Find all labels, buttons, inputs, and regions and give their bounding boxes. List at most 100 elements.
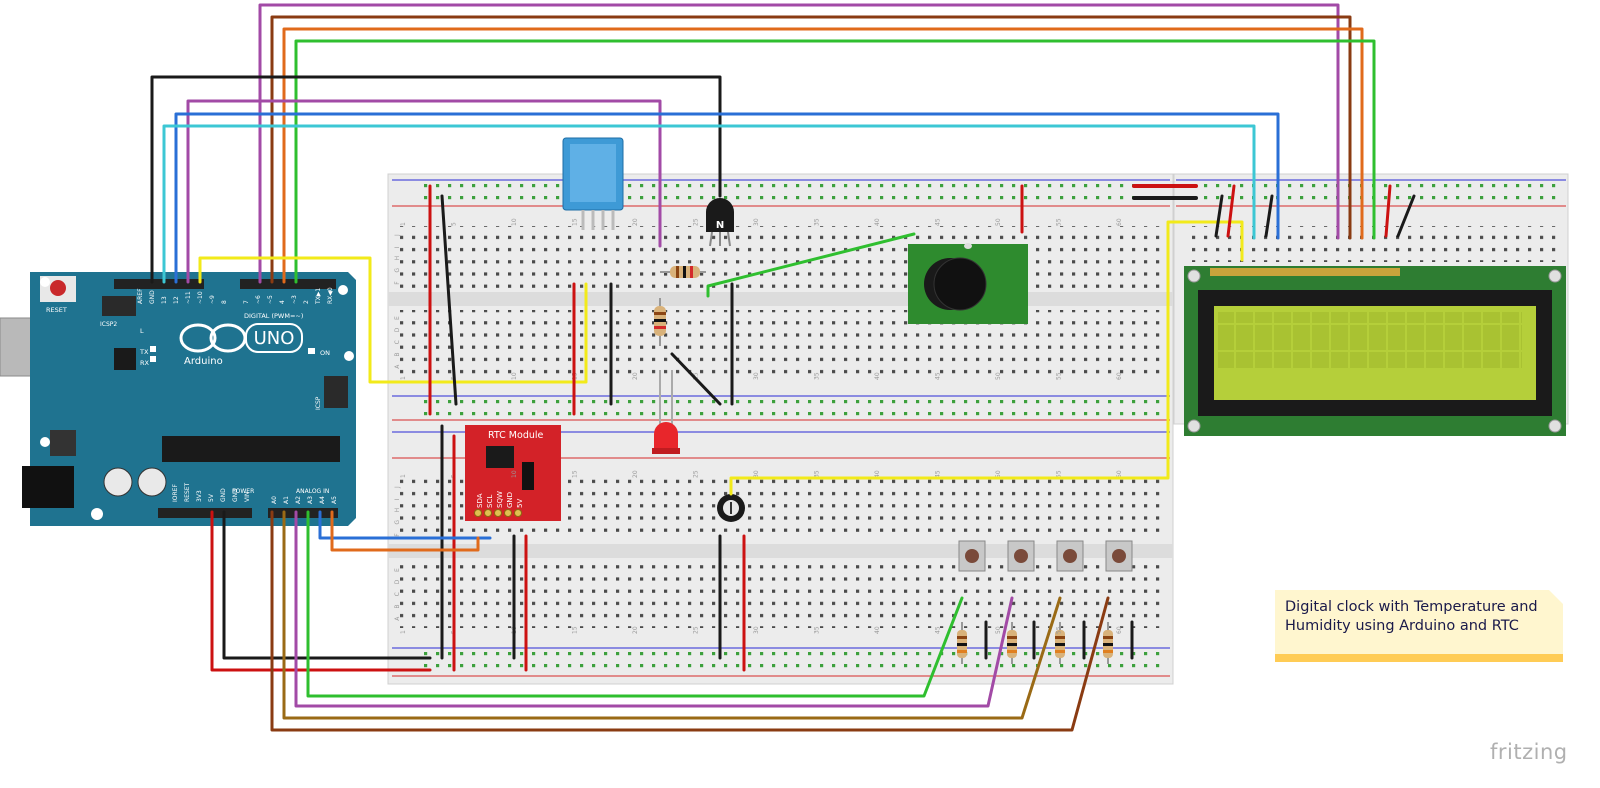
wire-olive-btn — [282, 510, 1062, 720]
wire-black-gnd — [222, 510, 432, 660]
digital-pin-label: TX▶1 — [315, 288, 322, 305]
bb-col-label: 40 — [874, 372, 881, 380]
bb-col-label: 55 — [1056, 372, 1063, 380]
bb-row-label: B — [394, 604, 401, 608]
icsp-header — [324, 376, 348, 408]
rtc-pin — [494, 509, 502, 517]
wire-brown-btn — [270, 510, 1110, 732]
wire-orange-lcd — [282, 27, 1364, 284]
digital-pin-label: RX◀0 — [327, 287, 334, 304]
lcd-pin-header — [1210, 268, 1400, 276]
digital-header-1 — [114, 279, 204, 289]
bb-col-label: 35 — [814, 218, 821, 226]
bb-row-label: H — [394, 256, 401, 261]
rtc-pin-label: SCL — [486, 495, 494, 508]
bb-col-label: 1 — [400, 474, 407, 478]
icsp2-header — [102, 296, 136, 316]
push-button — [1056, 540, 1084, 572]
bb-col-label: 15 — [572, 626, 579, 634]
analog-pin-label: A5 — [331, 496, 338, 504]
analog-header — [268, 508, 338, 518]
bb-col-label: 1 — [400, 376, 407, 380]
dht-humidity-sensor — [562, 137, 624, 230]
wire-black-5 — [1214, 194, 1224, 238]
resistor-button — [957, 622, 967, 664]
bb-col-label: 10 — [511, 218, 518, 226]
digital-pin-label: 13 — [161, 296, 168, 304]
push-button — [958, 540, 986, 572]
wire-purple-dht — [186, 99, 662, 284]
digital-pin-label: 12 — [173, 296, 180, 304]
analog-pin-label: A4 — [319, 496, 326, 504]
bb-row-label: E — [394, 568, 401, 572]
digital-header-2 — [240, 279, 336, 289]
resistor-led — [654, 298, 666, 346]
power-pin-label: IOREF — [172, 484, 179, 502]
wires — [150, 3, 1416, 732]
bb-row-label: D — [394, 327, 401, 332]
digital-pin-label: ~5 — [267, 295, 274, 304]
digital-pin-label: ~9 — [209, 295, 216, 304]
bb-row-label: F — [394, 533, 401, 537]
wire-green-buzzer — [706, 232, 916, 298]
digital-pin-label: 4 — [279, 300, 286, 304]
resistor-button — [1055, 622, 1065, 664]
note-line-2: Humidity using Arduino and RTC — [1285, 618, 1519, 634]
bb-col-label: 15 — [572, 218, 579, 226]
rtc-pin — [504, 509, 512, 517]
bb-col-label: 10 — [511, 470, 518, 478]
bb-row-label: A — [394, 364, 401, 369]
capacitor-1 — [103, 467, 133, 497]
push-button — [1105, 540, 1133, 572]
wire-red-5v — [210, 510, 432, 672]
bb-row-label: C — [394, 340, 401, 344]
digital-pin-label: GND — [149, 290, 156, 304]
bb-col-label: 1 — [400, 630, 407, 634]
wire-black-1 — [440, 194, 458, 406]
arduino-brand-label: Arduino — [184, 356, 223, 367]
bb-row-label: G — [394, 520, 401, 525]
bb-col-label: 45 — [935, 470, 942, 478]
wire-blue-lcd — [174, 112, 1280, 284]
bb-row-label: B — [394, 352, 401, 356]
wire-purple-btn — [294, 510, 1014, 708]
digital-pin-label: AREF — [137, 288, 144, 304]
bb-col-label: 55 — [1056, 470, 1063, 478]
bb-col-label: 30 — [753, 470, 760, 478]
digital-pin-label: 2 — [303, 300, 310, 304]
power-label: POWER — [232, 488, 254, 495]
bb-row-label: A — [394, 616, 401, 621]
bb-col-label: 50 — [995, 218, 1002, 226]
bb-col-label: 55 — [1056, 626, 1063, 634]
bb-col-label: 40 — [874, 626, 881, 634]
bb-col-label: 60 — [1116, 470, 1123, 478]
push-buttons — [958, 540, 1133, 572]
bb-col-label: 30 — [753, 626, 760, 634]
resistor-button — [1103, 622, 1113, 664]
icsp-label: ICSP — [315, 396, 322, 410]
rtc-pin — [484, 509, 492, 517]
bb-row-label: F — [394, 281, 401, 285]
on-label: ON — [320, 349, 330, 357]
bb-col-label: 30 — [753, 218, 760, 226]
wire-brown-lcd — [270, 15, 1352, 284]
bb-col-label: 1 — [400, 222, 407, 226]
bb-row-label: H — [394, 508, 401, 513]
wire-yellow-pot — [729, 220, 1244, 496]
bb-col-label: 35 — [814, 626, 821, 634]
bb-col-label: 60 — [1116, 626, 1123, 634]
bb-col-label: 25 — [693, 470, 700, 478]
bb-row-label: J — [394, 486, 401, 489]
bb-col-label: 45 — [935, 626, 942, 634]
red-led — [652, 370, 680, 454]
wire-green-btn — [306, 510, 964, 698]
wire-black-6 — [1264, 194, 1274, 238]
bb-col-label: 20 — [632, 626, 639, 634]
bb-col-label: 25 — [693, 626, 700, 634]
bb-row-label: J — [394, 234, 401, 237]
